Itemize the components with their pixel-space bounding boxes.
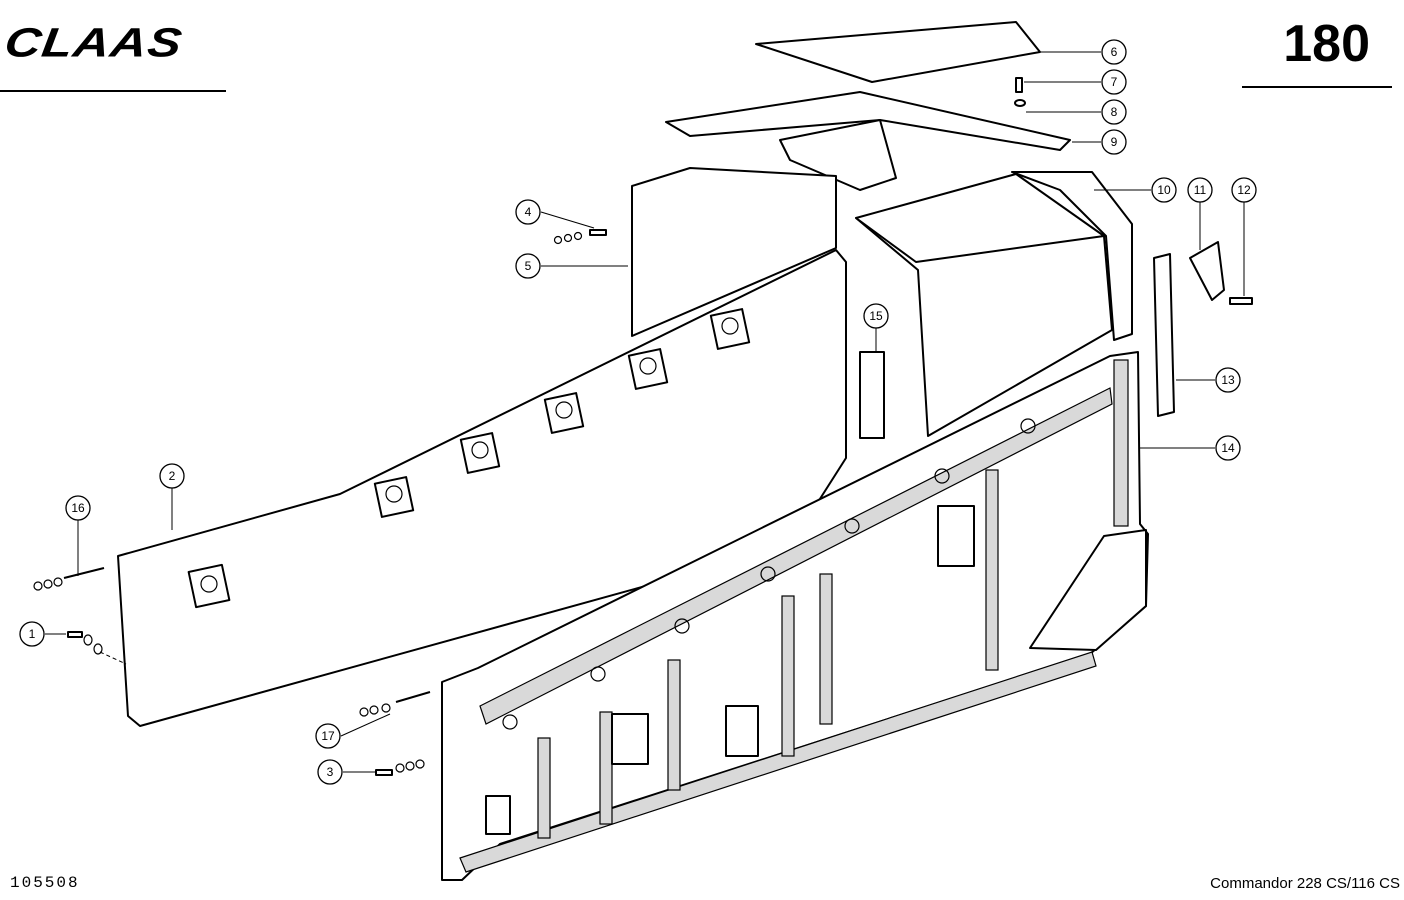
- callout-15: 15: [863, 303, 889, 352]
- svg-text:1: 1: [29, 627, 36, 641]
- fastener-set-16: [33, 567, 105, 591]
- fastener-set-4: [553, 229, 607, 245]
- svg-text:17: 17: [321, 729, 335, 743]
- part-top-cover-plate: [755, 21, 1041, 83]
- part-right-housing-top: [855, 173, 1105, 263]
- frame-round-holes: [502, 418, 1036, 730]
- callout-6: 6: [1040, 39, 1127, 65]
- part-main-frame-diagonal: [479, 387, 1113, 725]
- header-rule-left: [0, 90, 226, 92]
- svg-text:12: 12: [1237, 183, 1251, 197]
- part-mounting-frame: [665, 91, 1071, 151]
- callout-5: 5: [515, 253, 628, 279]
- callout-12: 12: [1231, 177, 1257, 296]
- svg-text:11: 11: [1194, 183, 1207, 197]
- frame-vertical-members: [537, 359, 1129, 839]
- panel-windows: [187, 308, 751, 609]
- frame-brackets: [485, 505, 975, 835]
- fastener-set-1: [67, 631, 127, 665]
- callout-16: 16: [65, 495, 91, 576]
- svg-text:9: 9: [1111, 135, 1118, 149]
- svg-text:13: 13: [1221, 373, 1235, 387]
- callout-10: 10: [1094, 177, 1177, 203]
- part-upright-channel: [1011, 171, 1133, 341]
- callout-3: 3: [317, 759, 376, 785]
- svg-text:2: 2: [169, 469, 176, 483]
- callout-17: 17: [315, 713, 391, 749]
- svg-text:5: 5: [525, 259, 532, 273]
- part-bolt-7: [1015, 77, 1023, 93]
- part-bolt-12: [1229, 297, 1253, 305]
- svg-text:4: 4: [525, 205, 532, 219]
- callout-4: 4: [515, 199, 595, 229]
- svg-text:6: 6: [1111, 45, 1118, 59]
- fastener-set-3: [375, 759, 425, 776]
- callout-14: 14: [1140, 435, 1241, 461]
- drawing-number: 105508: [10, 874, 80, 892]
- callout-13: 13: [1176, 367, 1241, 393]
- callout-2: 2: [159, 463, 185, 530]
- fastener-set-17: [359, 691, 431, 717]
- svg-text:16: 16: [71, 501, 85, 515]
- callout-9: 9: [1072, 129, 1127, 155]
- callout-7: 7: [1024, 69, 1127, 95]
- model-label: Commandor 228 CS/116 CS: [1210, 875, 1400, 892]
- part-mounting-frame-center: [779, 119, 897, 191]
- svg-text:7: 7: [1111, 75, 1118, 89]
- part-insert-15: [859, 351, 885, 439]
- callout-11: 11: [1187, 177, 1213, 250]
- part-strip-13: [1153, 253, 1175, 417]
- svg-text:8: 8: [1111, 105, 1118, 119]
- callout-1: 1: [19, 621, 66, 647]
- page-number: 180: [1283, 15, 1370, 73]
- part-frame-right-brace: [1029, 529, 1147, 651]
- header-rule-right: [1242, 86, 1392, 88]
- callout-8: 8: [1026, 99, 1127, 125]
- part-bracket-11: [1189, 241, 1225, 301]
- part-upper-side-panel: [631, 167, 837, 337]
- svg-text:15: 15: [869, 309, 883, 323]
- svg-text:3: 3: [327, 765, 334, 779]
- svg-text:10: 10: [1157, 183, 1171, 197]
- part-washer-8: [1014, 99, 1026, 107]
- part-main-frame-bottom-rail: [459, 651, 1097, 873]
- svg-text:14: 14: [1221, 441, 1235, 455]
